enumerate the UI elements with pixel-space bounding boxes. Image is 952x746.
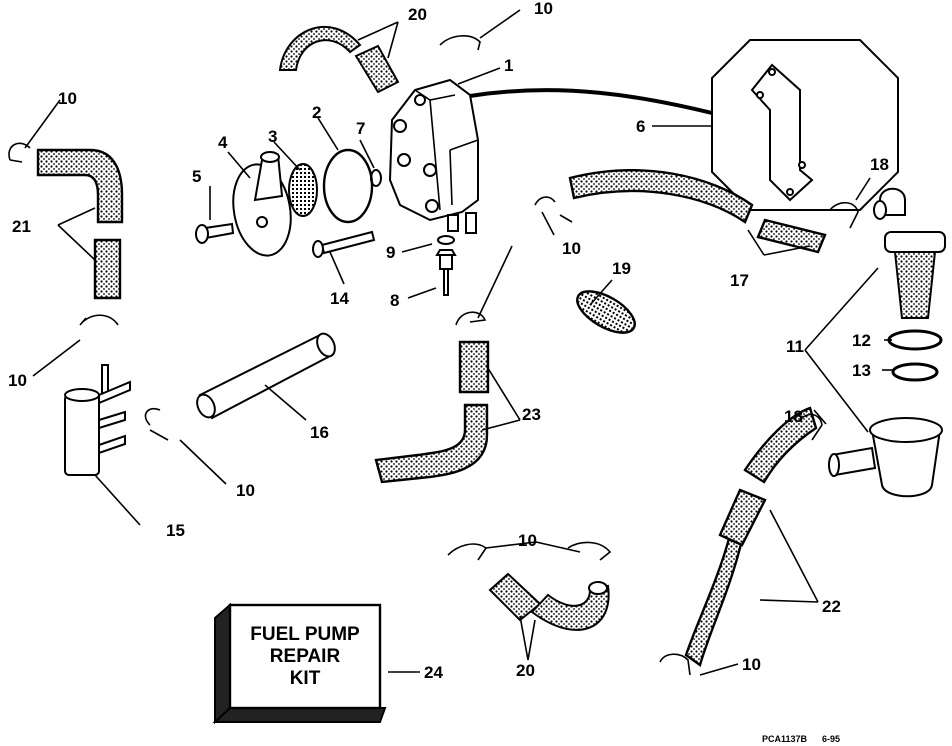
catalog-code: PCA1137B (762, 734, 808, 744)
callout-6: 6 (636, 117, 645, 136)
callout-4: 4 (218, 133, 228, 152)
callout-3: 3 (268, 127, 277, 146)
callout-15: 15 (166, 521, 185, 540)
hose-20-lower (488, 572, 610, 631)
clamps (8, 35, 859, 676)
callout-10-bottom-center: 10 (518, 531, 537, 550)
callout-2: 2 (312, 103, 321, 122)
catalog-date: 6-95 (822, 734, 840, 744)
filter-screen (288, 163, 318, 217)
callout-10-left: 10 (58, 89, 77, 108)
callout-10-bottom-right: 10 (742, 655, 761, 674)
hose-16 (196, 332, 336, 420)
filter-element-19 (576, 290, 636, 334)
fuel-pump-body (388, 78, 479, 234)
o-ring-9 (437, 235, 455, 245)
callout-10-center-left: 10 (236, 481, 255, 500)
callout-5: 5 (192, 167, 201, 186)
callout-23: 23 (522, 405, 541, 424)
cover-screw (195, 222, 235, 244)
callout-18-lower: 18 (784, 407, 803, 426)
leader-lines (24, 9, 894, 676)
kit-label-line1: FUEL PUMP (250, 624, 360, 645)
pump-cover (232, 151, 292, 257)
callout-12: 12 (852, 331, 871, 350)
long-screw (312, 230, 376, 258)
callout-24: 24 (424, 663, 443, 682)
callout-17: 17 (730, 271, 749, 290)
repair-kit-box (212, 602, 387, 725)
callout-20-bottom: 20 (516, 661, 535, 680)
hose-20-upper (278, 26, 400, 94)
callout-10-mid: 10 (562, 239, 581, 258)
kit-label-line3: KIT (290, 668, 321, 689)
hose-22 (684, 406, 818, 667)
callout-19: 19 (612, 259, 631, 278)
callout-9: 9 (386, 243, 395, 262)
callout-20-top: 20 (408, 5, 427, 24)
callout-21: 21 (12, 217, 31, 236)
callout-1: 1 (504, 56, 513, 75)
callout-11: 11 (786, 337, 804, 356)
callout-16: 16 (310, 423, 329, 442)
callout-8: 8 (390, 291, 399, 310)
callout-22: 22 (822, 597, 841, 616)
kit-label-line2: REPAIR (270, 646, 341, 667)
callout-10-top: 10 (534, 0, 553, 18)
callout-14: 14 (330, 289, 349, 308)
hose-21 (36, 148, 124, 300)
callout-10-left-lower: 10 (8, 371, 27, 390)
o-ring-7 (370, 169, 382, 187)
cover-gasket (322, 148, 374, 224)
gasket-detail (469, 39, 899, 211)
hose-23 (374, 340, 490, 484)
fitting-15 (64, 364, 131, 476)
callout-7: 7 (356, 119, 365, 138)
check-valve (435, 249, 457, 296)
fuel-filter-assembly (828, 187, 946, 498)
hose-17 (568, 169, 827, 254)
callout-18-top: 18 (870, 155, 889, 174)
callout-13: 13 (852, 361, 871, 380)
